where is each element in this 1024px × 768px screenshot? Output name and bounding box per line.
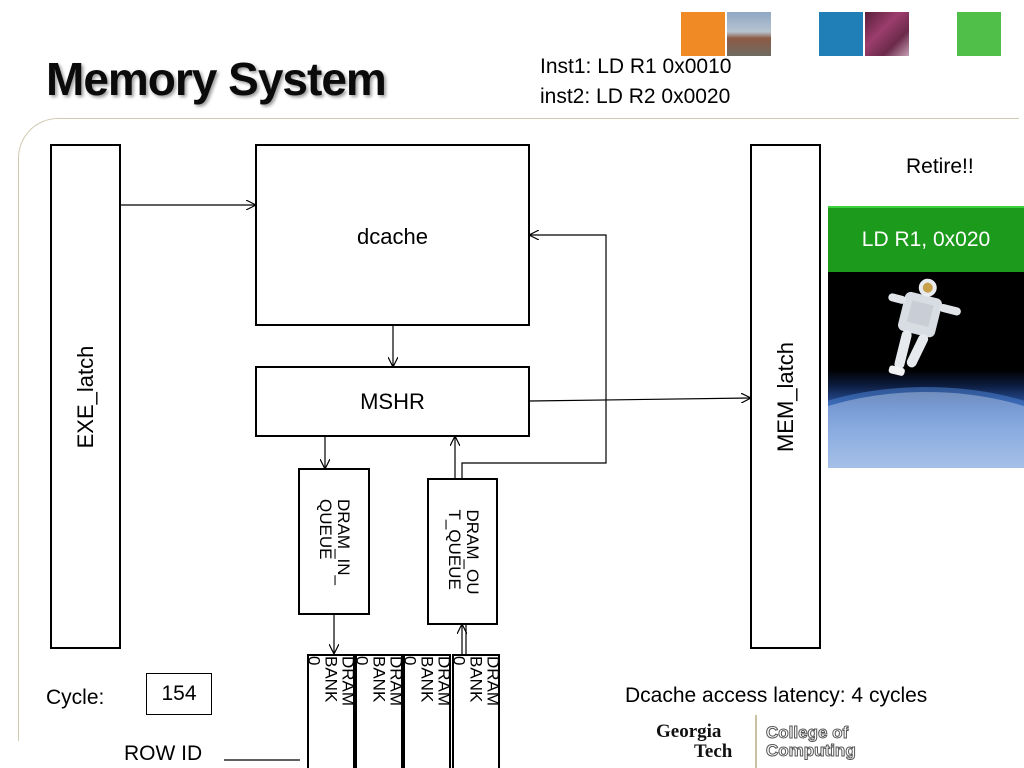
campus-photo-thumbnail xyxy=(727,12,771,56)
dram-out-queue-block: DRAM_OU T_QUEUE xyxy=(427,478,498,625)
bank-line: BANK xyxy=(369,656,389,703)
retired-instruction-banner: LD R1, 0x020 xyxy=(828,206,1024,272)
mem-latch-block: MEM_latch xyxy=(750,144,821,649)
dram-out-queue-line-2: T_QUEUE xyxy=(444,508,464,590)
bank-line: DRAM xyxy=(483,656,500,707)
dram-bank-3: DRAM BANK 0 xyxy=(452,654,500,768)
instruction-1: Inst1: LD R1 0x0010 xyxy=(540,55,732,78)
dram-bank-label: DRAM BANK 0 xyxy=(309,656,355,707)
arrow-dram-out-to-dcache xyxy=(461,235,607,478)
bank-line: DRAM xyxy=(338,656,355,707)
bank-line: BANK xyxy=(321,656,341,703)
dram-bank-label: DRAM BANK 0 xyxy=(405,656,451,707)
content-frame xyxy=(18,118,1019,741)
dram-bank-label: DRAM BANK 0 xyxy=(454,656,500,707)
exe-latch-block: EXE_latch xyxy=(50,144,121,649)
bank-line: 0 xyxy=(454,656,469,706)
dram-bank-1: DRAM BANK 0 xyxy=(355,654,403,768)
dram-in-queue-block: DRAM_IN_ QUEUE xyxy=(298,468,370,615)
college-of-computing-logo: College of Computing xyxy=(766,723,857,760)
bank-line: DRAM xyxy=(434,656,451,707)
mem-latch-label: MEM_latch xyxy=(772,341,798,452)
dram-in-queue-line-1: DRAM_IN_ xyxy=(334,498,353,585)
logo-line-1: Georgia xyxy=(656,721,722,742)
astronaut-image xyxy=(828,272,1024,468)
cycle-label: Cycle: xyxy=(46,686,105,709)
mshr-label: MSHR xyxy=(360,388,425,414)
bank-line: 0 xyxy=(357,656,372,706)
dram-bank-0: DRAM BANK 0 xyxy=(307,654,355,768)
instruction-2: inst2: LD R2 0x0020 xyxy=(540,85,731,108)
row-id-label: ROW ID xyxy=(124,742,203,765)
retire-label: Retire!! xyxy=(906,155,974,178)
page-title: Memory System xyxy=(46,53,387,105)
dram-bank-label: DRAM BANK 0 xyxy=(357,656,403,707)
exe-latch-label: EXE_latch xyxy=(72,345,98,448)
dcache-label: dcache xyxy=(357,224,428,249)
bank-line: DRAM xyxy=(386,656,403,707)
orange-square xyxy=(681,12,725,56)
bank-line: BANK xyxy=(417,656,437,703)
astronaut-icon xyxy=(828,278,1024,468)
instruction-list: Inst1: LD R1 0x0010 inst2: LD R2 0x0020 xyxy=(540,52,731,112)
cycle-value: 154 xyxy=(146,673,212,715)
dram-out-queue-line-1: DRAM_OU xyxy=(462,508,482,595)
college-line-1: College of xyxy=(766,723,849,742)
bank-line: 0 xyxy=(309,656,324,706)
college-line-2: Computing xyxy=(766,741,857,760)
dram-in-queue-line-2: QUEUE xyxy=(316,498,335,559)
mshr-block: MSHR xyxy=(255,366,530,437)
georgia-tech-logo: Georgia Tech xyxy=(656,722,756,768)
blue-square xyxy=(819,12,863,56)
bank-line: 0 xyxy=(405,656,420,706)
dcache-block: dcache xyxy=(255,144,530,326)
logo-line-2: Tech xyxy=(694,741,733,762)
latency-note: Dcache access latency: 4 cycles xyxy=(625,684,928,707)
dram-in-queue-label: DRAM_IN_ QUEUE xyxy=(316,498,353,585)
dram-out-queue-label: DRAM_OU T_QUEUE xyxy=(444,508,482,595)
bank-line: BANK xyxy=(466,656,486,703)
arrow-mshr-to-mem xyxy=(529,398,750,401)
green-square xyxy=(957,12,1001,56)
circuit-photo-thumbnail xyxy=(865,12,909,56)
dram-bank-2: DRAM BANK 0 xyxy=(403,654,451,768)
